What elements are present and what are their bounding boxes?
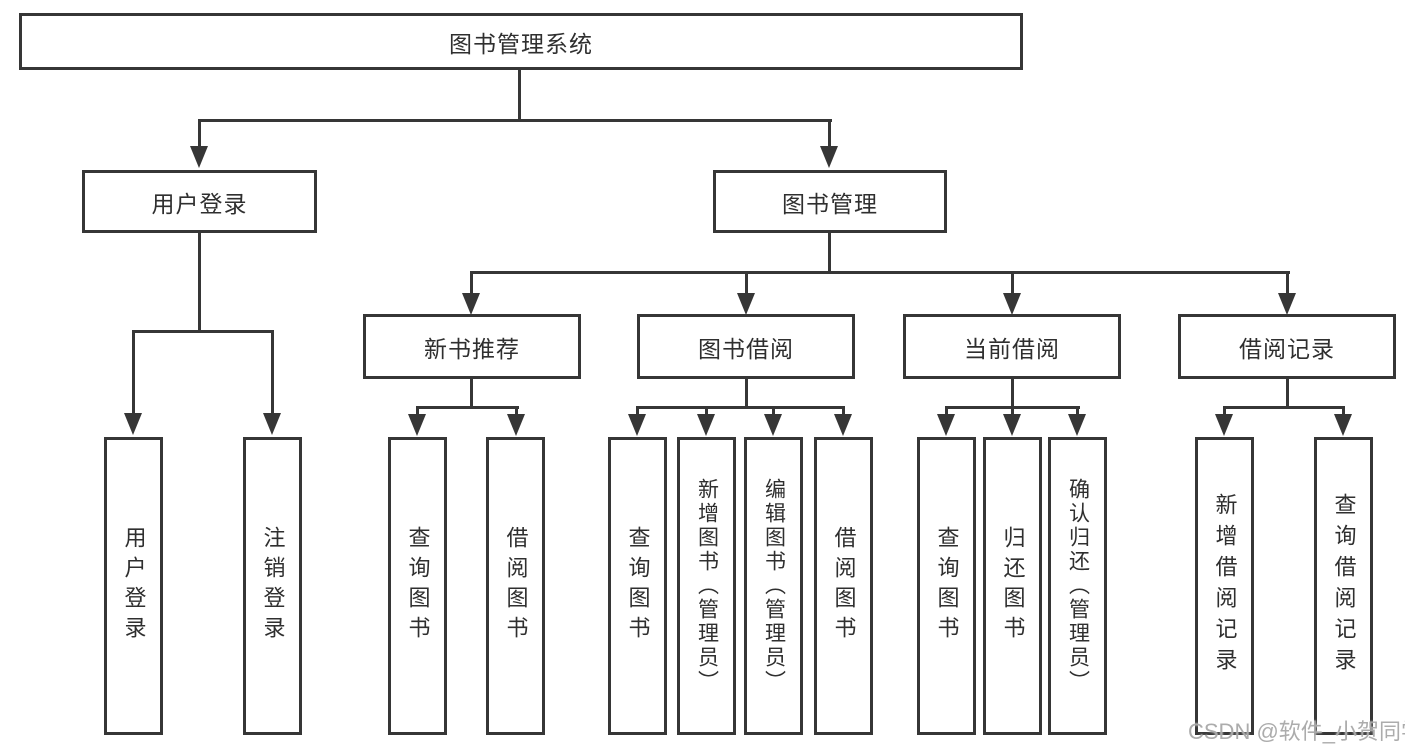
arrow-down-icon	[1278, 293, 1296, 315]
connector-line	[470, 271, 1290, 274]
connector-line	[132, 330, 135, 415]
node-label: 归还图书	[1000, 526, 1026, 646]
node-label: 新书推荐	[424, 335, 520, 362]
node-book-management: 图书管理	[713, 170, 947, 233]
leaf-add-book-admin: 新增图书（管理员）	[677, 437, 736, 735]
connector-line	[198, 119, 832, 122]
node-label: 当前借阅	[964, 335, 1060, 362]
leaf-edit-book-admin: 编辑图书（管理员）	[744, 437, 803, 735]
node-label: 用户登录	[151, 190, 248, 217]
arrow-down-icon	[1215, 414, 1233, 436]
connector-line	[1342, 406, 1345, 418]
connector-line	[1223, 406, 1226, 418]
arrow-down-icon	[834, 414, 852, 436]
leaf-query-books-borrow: 查询图书	[608, 437, 667, 735]
leaf-borrow-books: 借阅图书	[814, 437, 873, 735]
node-label: 图书管理	[782, 190, 878, 217]
connector-line	[132, 330, 274, 333]
leaf-return-book: 归还图书	[983, 437, 1042, 735]
connector-line	[842, 406, 845, 418]
node-label: 查询图书	[934, 526, 960, 646]
node-label: 用户登录	[121, 526, 147, 646]
arrow-down-icon	[820, 146, 838, 168]
arrow-down-icon	[1334, 414, 1352, 436]
leaf-logout: 注销登录	[243, 437, 302, 735]
arrow-down-icon	[507, 414, 525, 436]
leaf-query-borrow-record: 查询借阅记录	[1314, 437, 1373, 735]
connector-line	[745, 271, 748, 295]
node-label: 查询借阅记录	[1331, 493, 1357, 679]
connector-line	[416, 406, 519, 409]
node-current-borrow: 当前借阅	[903, 314, 1121, 379]
leaf-user-login: 用户登录	[104, 437, 163, 735]
arrow-down-icon	[408, 414, 426, 436]
leaf-add-borrow-record: 新增借阅记录	[1195, 437, 1254, 735]
connector-line	[1011, 379, 1014, 409]
node-label: 确认归还（管理员）	[1066, 478, 1090, 694]
arrow-down-icon	[628, 414, 646, 436]
node-label: 借阅图书	[831, 526, 857, 646]
arrow-down-icon	[190, 146, 208, 168]
connector-line	[1286, 271, 1289, 295]
arrow-down-icon	[124, 413, 142, 435]
node-label: 查询图书	[625, 526, 651, 646]
node-label: 查询图书	[405, 526, 431, 646]
node-label: 借阅图书	[503, 526, 529, 646]
connector-line	[1076, 406, 1079, 418]
csdn-watermark: CSDN @软件_小贺同学	[1188, 719, 1405, 744]
node-label: 图书管理系统	[449, 30, 593, 57]
connector-line	[636, 406, 639, 418]
node-label: 借阅记录	[1239, 335, 1335, 362]
leaf-confirm-return-admin: 确认归还（管理员）	[1048, 437, 1107, 735]
arrow-down-icon	[1003, 414, 1021, 436]
arrow-down-icon	[697, 414, 715, 436]
node-root-library-system: 图书管理系统	[19, 13, 1023, 70]
connector-line	[828, 119, 831, 149]
connector-line	[198, 233, 201, 333]
connector-line	[636, 406, 845, 409]
arrow-down-icon	[462, 293, 480, 315]
connector-line	[470, 379, 473, 409]
arrow-down-icon	[937, 414, 955, 436]
connector-line	[705, 406, 708, 418]
leaf-query-books-current: 查询图书	[917, 437, 976, 735]
arrow-down-icon	[737, 293, 755, 315]
node-book-borrow: 图书借阅	[637, 314, 855, 379]
connector-line	[772, 406, 775, 418]
connector-line	[518, 69, 521, 121]
connector-line	[271, 330, 274, 415]
node-label: 新增图书（管理员）	[695, 478, 719, 694]
node-new-book-recommend: 新书推荐	[363, 314, 581, 379]
connector-line	[470, 271, 473, 295]
connector-line	[945, 406, 948, 418]
connector-line	[198, 119, 201, 149]
arrow-down-icon	[1003, 293, 1021, 315]
node-label: 图书借阅	[698, 335, 794, 362]
node-label: 编辑图书（管理员）	[762, 478, 786, 694]
arrow-down-icon	[1068, 414, 1086, 436]
connector-line	[416, 406, 419, 418]
node-label: 新增借阅记录	[1212, 493, 1238, 679]
connector-line	[1223, 406, 1345, 409]
connector-line	[1011, 271, 1014, 295]
node-user-login: 用户登录	[82, 170, 317, 233]
connector-line	[1286, 379, 1289, 409]
arrow-down-icon	[263, 413, 281, 435]
connector-line	[1011, 406, 1014, 418]
leaf-borrow-books-recommend: 借阅图书	[486, 437, 545, 735]
connector-line	[745, 379, 748, 409]
node-label: 注销登录	[260, 526, 286, 646]
connector-line	[515, 406, 518, 418]
connector-line	[828, 233, 831, 274]
leaf-query-books-recommend: 查询图书	[388, 437, 447, 735]
node-borrow-records: 借阅记录	[1178, 314, 1396, 379]
arrow-down-icon	[764, 414, 782, 436]
